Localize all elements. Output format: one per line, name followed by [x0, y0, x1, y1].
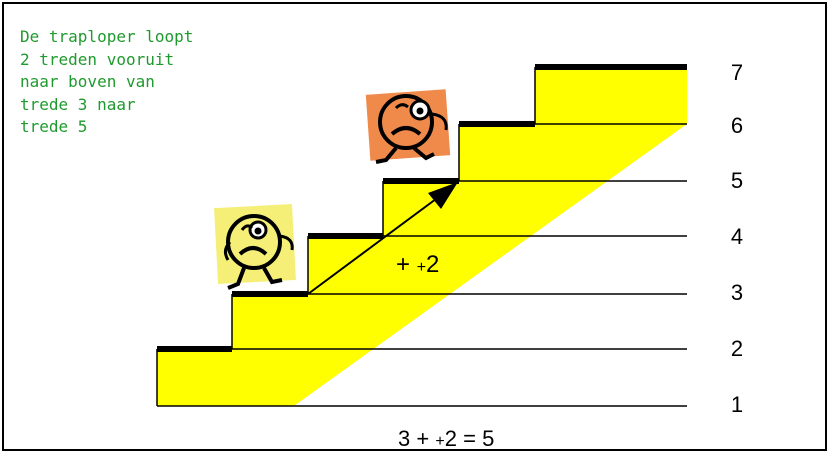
jump-arrow-icon [307, 182, 458, 295]
equation: 3 + +2 = 5 [398, 426, 494, 452]
step-level-lines [157, 123, 687, 407]
caption-line: De traploper loopt [20, 27, 194, 46]
jump-value: 2 [426, 251, 440, 278]
step-number-2: 2 [730, 336, 744, 361]
stair-shadow-wedge [294, 124, 687, 406]
caption-line: naar boven van [20, 72, 155, 91]
stair-treads [157, 64, 687, 352]
equation-a: 3 [398, 426, 411, 451]
jump-op: + [396, 251, 411, 278]
step-number-1: 1 [730, 392, 744, 417]
equation-sign: + [435, 433, 445, 450]
equation-result: 5 [482, 426, 495, 451]
step-number-5: 5 [730, 168, 744, 193]
caption-line: trede 3 naar [20, 94, 136, 114]
caption-text: De traploper loopt 2 treden vooruit naar… [20, 26, 220, 139]
jump-label: + +2 [396, 251, 439, 279]
step-number-4: 4 [730, 224, 744, 249]
worried-stair-walker-icon [214, 204, 296, 290]
equation-op: + [416, 426, 430, 451]
caption-line: trede 5 [20, 117, 88, 136]
step-number-7: 7 [730, 60, 744, 85]
equation-eq: = [463, 426, 476, 451]
step-number-3: 3 [730, 280, 744, 305]
worried-stair-walker-icon [365, 89, 451, 164]
caption-line: 2 treden vooruit [20, 49, 175, 69]
jump-sign: + [416, 259, 427, 276]
stair-risers [156, 67, 536, 406]
equation-b: 2 [444, 426, 457, 451]
step-number-6: 6 [730, 113, 744, 138]
